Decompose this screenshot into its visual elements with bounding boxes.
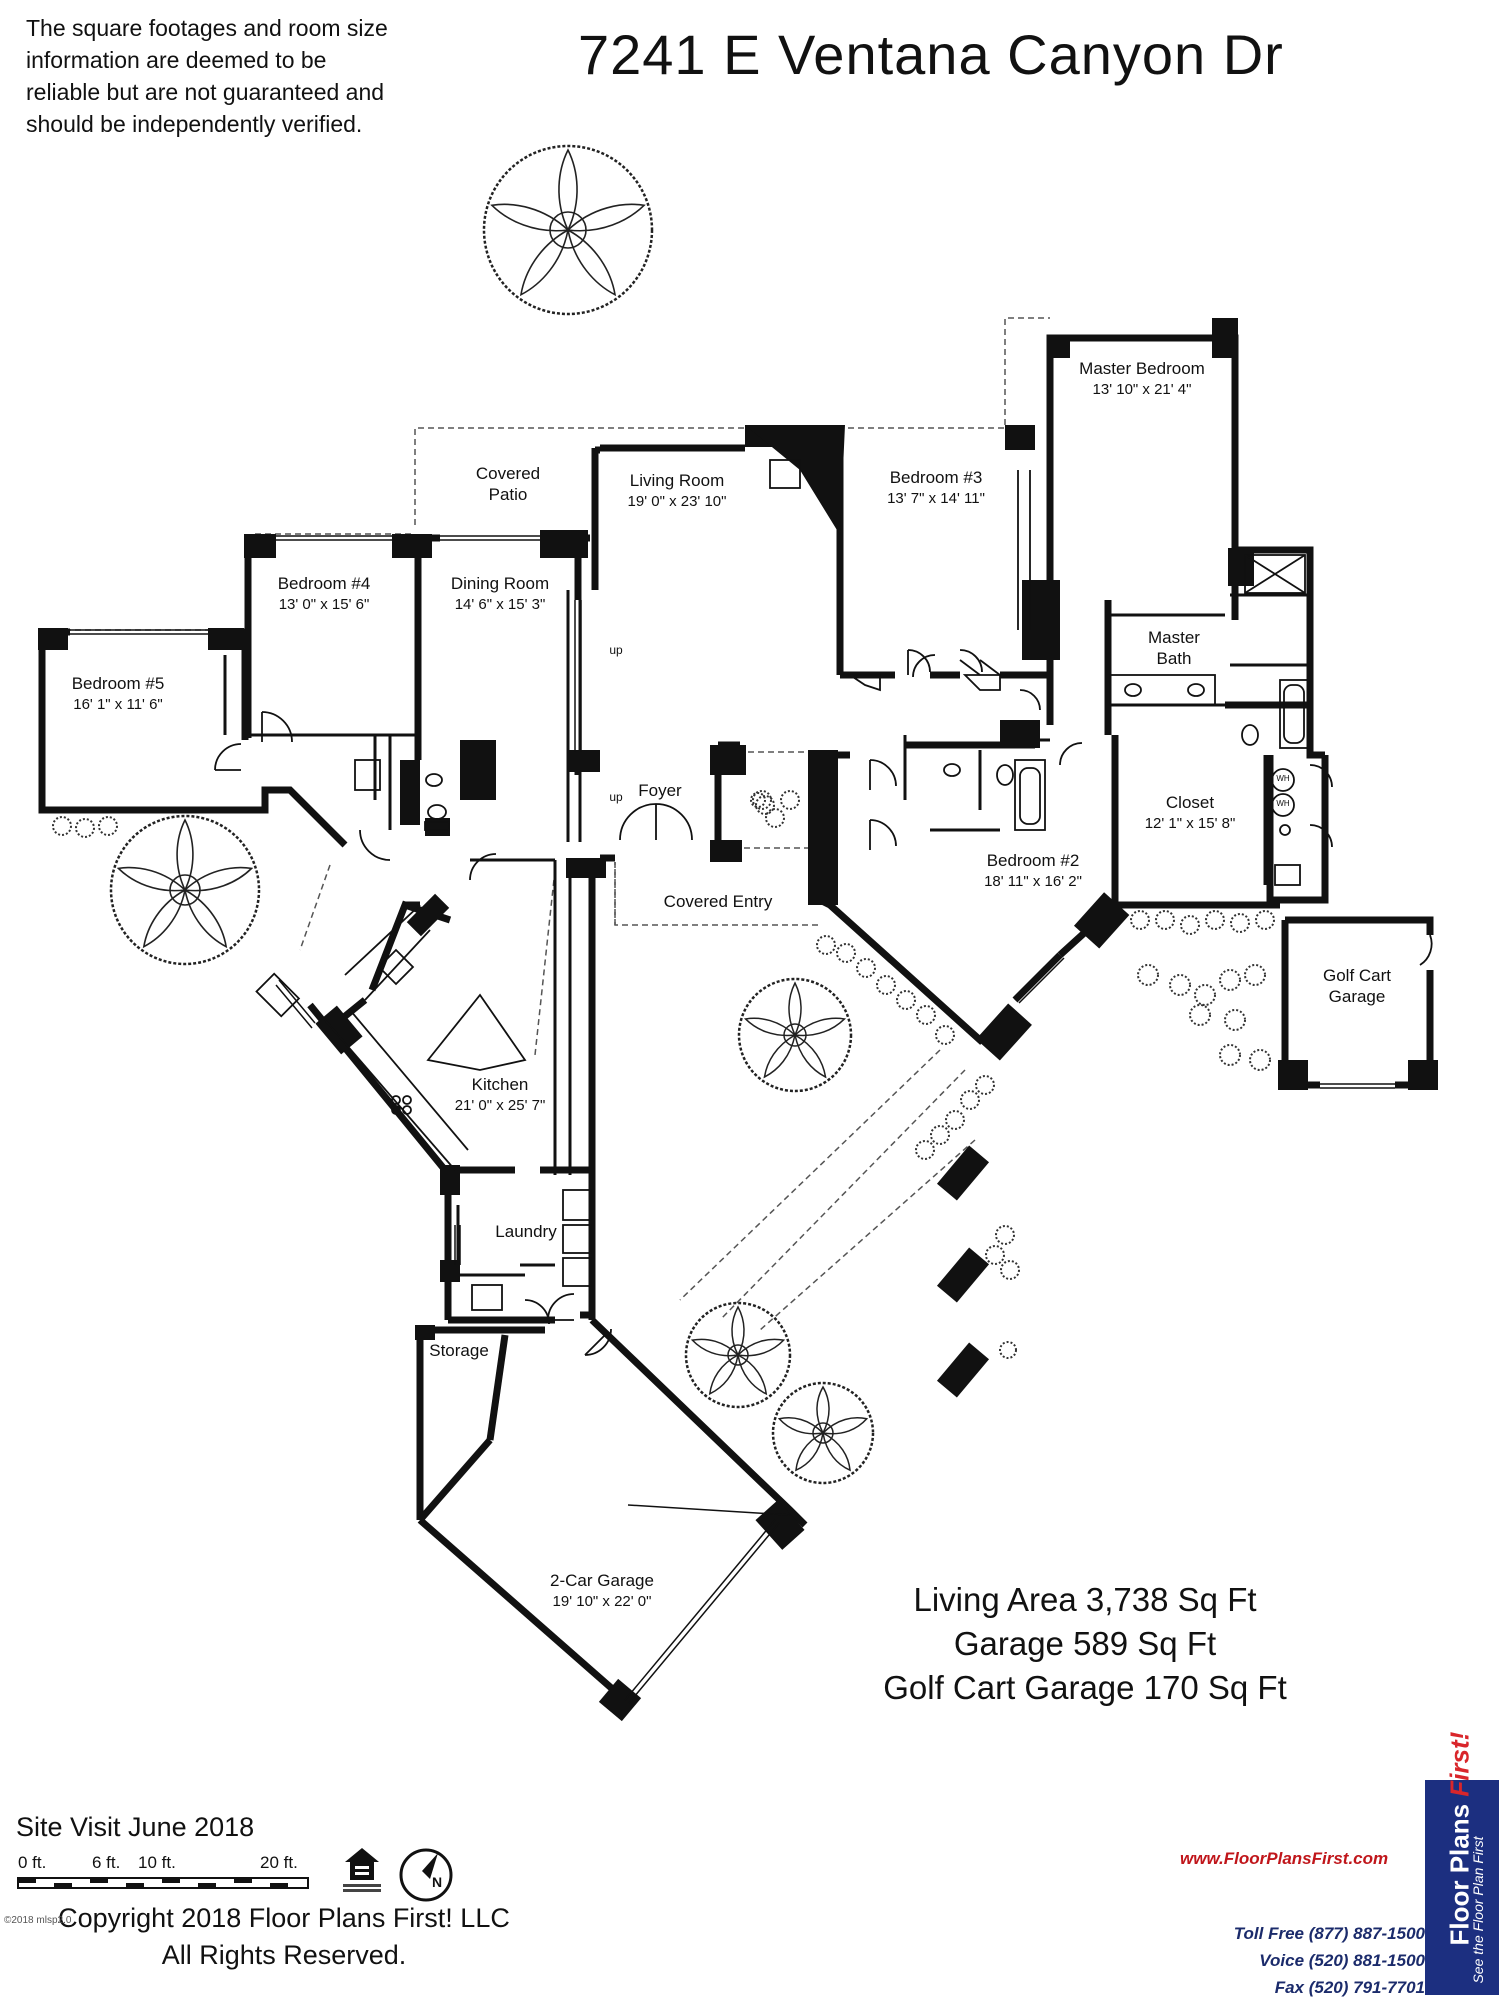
room-name: Storage — [429, 1341, 489, 1360]
room-name: Bedroom #3 — [889, 468, 983, 487]
fax-number: Fax (520) 791-7701 — [1274, 1978, 1425, 1997]
room-laundry: Laundry — [495, 1221, 556, 1242]
scale-label-6: 6 ft. — [92, 1853, 121, 1872]
scale-bar — [17, 1877, 309, 1889]
scale-label-20: 20 ft. — [260, 1853, 298, 1872]
interior-walls — [223, 590, 1310, 1277]
room-covered-patio: Covered Patio — [476, 463, 540, 505]
tree-left — [109, 814, 261, 966]
brand-tagline: See the Floor Plan First — [1470, 1836, 1486, 1984]
room-dim: 16' 1" x 11' 6" — [73, 696, 163, 713]
room-dim: 21' 0" x 25' 7" — [454, 1097, 546, 1114]
stair-up-label-2: up — [609, 790, 623, 804]
tree-drive-2 — [771, 1381, 875, 1485]
room-bedroom-3: Bedroom #3 13' 7" x 14' 11" — [887, 467, 985, 509]
room-name-2: Bath — [1156, 649, 1192, 668]
copyright: Copyright 2018 Floor Plans First! LLC Al… — [14, 1900, 554, 1974]
room-name: Bedroom #5 — [71, 674, 165, 693]
tree-drive-1 — [684, 1301, 792, 1409]
property-address: 7241 E Ventana Canyon Dr — [578, 23, 1284, 86]
room-name: Bedroom #2 — [986, 851, 1080, 870]
room-master-bath: Master Bath — [1148, 627, 1200, 669]
room-kitchen: Kitchen 21' 0" x 25' 7" — [455, 1074, 546, 1116]
room-name: Dining Room — [450, 574, 550, 593]
website-link[interactable]: www.FloorPlansFirst.com — [1180, 1849, 1389, 1868]
brand-first: First! — [1444, 1731, 1475, 1797]
area-summary: Living Area 3,738 Sq Ft Garage 589 Sq Ft… — [865, 1578, 1305, 1710]
room-foyer: Foyer — [638, 780, 681, 801]
disclaimer-line-1: The square footages and room size — [26, 15, 388, 41]
room-dim: 14' 6" x 15' 3" — [454, 596, 546, 613]
room-dim: 19' 10" x 22' 0" — [552, 1593, 652, 1610]
living-area: Living Area 3,738 Sq Ft — [913, 1581, 1257, 1618]
scale-label-10: 10 ft. — [138, 1853, 176, 1872]
water-heater-label-2: WH — [1276, 799, 1290, 808]
fixtures — [255, 459, 1309, 1311]
room-living-room: Living Room 19' 0" x 23' 10" — [628, 470, 727, 512]
brand-logo — [1425, 1780, 1499, 1995]
room-dim: 13' 7" x 14' 11" — [887, 490, 985, 507]
room-bedroom-5: Bedroom #5 16' 1" x 11' 6" — [72, 673, 165, 715]
copyright-line-1: Copyright 2018 Floor Plans First! LLC — [58, 1903, 510, 1933]
room-name-2: Garage — [1328, 987, 1386, 1006]
room-covered-entry: Covered Entry — [664, 891, 773, 912]
garage-area: Garage 589 Sq Ft — [953, 1625, 1217, 1662]
voice-phone: Voice (520) 881-1500 — [1259, 1951, 1425, 1970]
room-dim: 13' 10" x 21' 4" — [1092, 381, 1192, 398]
scale-label-0: 0 ft. — [18, 1853, 47, 1872]
room-bedroom-2: Bedroom #2 18' 11" x 16' 2" — [984, 850, 1082, 892]
north-arrow-icon: N — [399, 1848, 453, 1902]
room-closet: Closet 12' 1" x 15' 8" — [1145, 792, 1236, 834]
room-name: Master — [1148, 628, 1200, 647]
room-name: Bedroom #4 — [277, 574, 371, 593]
water-heater-label: WH — [1276, 774, 1290, 783]
disclaimer-line-3: reliable but are not guaranteed and — [26, 79, 385, 105]
tree-entry — [737, 977, 853, 1093]
room-name: Laundry — [495, 1222, 557, 1241]
room-master-bedroom: Master Bedroom 13' 10" x 21' 4" — [1079, 358, 1205, 400]
stair-up-label: up — [609, 643, 623, 657]
room-name: Master Bedroom — [1079, 359, 1205, 378]
room-dim: 18' 11" x 16' 2" — [984, 873, 1082, 890]
room-name: Covered Entry — [663, 892, 773, 911]
room-golf-cart-garage: Golf Cart Garage — [1323, 965, 1391, 1007]
room-dim: 19' 0" x 23' 10" — [627, 493, 727, 510]
watermark: ©2018 mlsp2.0 — [4, 1915, 72, 1926]
toll-free: Toll Free (877) 887-1500 — [1233, 1924, 1425, 1943]
disclaimer: The square footages and room size inform… — [26, 12, 456, 140]
room-storage: Storage — [429, 1340, 489, 1361]
room-name: Living Room — [629, 471, 725, 490]
room-name: Covered — [475, 464, 541, 483]
copyright-line-2: All Rights Reserved. — [161, 1940, 407, 1970]
golf-cart-area: Golf Cart Garage 170 Sq Ft — [883, 1669, 1287, 1706]
room-dining-room: Dining Room 14' 6" x 15' 3" — [451, 573, 549, 615]
room-name: Closet — [1165, 793, 1215, 812]
site-visit: Site Visit June 2018 — [16, 1812, 255, 1842]
windows — [70, 335, 1395, 1704]
room-name: Kitchen — [471, 1075, 529, 1094]
equal-housing-icon — [343, 1848, 381, 1892]
room-name-2: Patio — [488, 485, 528, 504]
tree-top — [482, 144, 654, 316]
shrubs — [52, 790, 1275, 1359]
disclaimer-line-2: information are deemed to be — [26, 47, 327, 73]
room-2-car-garage: 2-Car Garage 19' 10" x 22' 0" — [550, 1570, 654, 1612]
room-name: 2-Car Garage — [550, 1571, 654, 1590]
contact-info: Toll Free (877) 887-1500 Voice (520) 881… — [1180, 1920, 1425, 2001]
room-bedroom-4: Bedroom #4 13' 0" x 15' 6" — [278, 573, 371, 615]
room-name: Golf Cart — [1322, 966, 1392, 985]
room-dim: 12' 1" x 15' 8" — [1144, 815, 1236, 832]
svg-text:N: N — [432, 1874, 442, 1890]
disclaimer-line-4: should be independently verified. — [26, 111, 363, 137]
room-name: Foyer — [638, 781, 682, 800]
wall-blocks — [38, 318, 1438, 1722]
doors — [214, 649, 1433, 1356]
room-dim: 13' 0" x 15' 6" — [278, 596, 370, 613]
